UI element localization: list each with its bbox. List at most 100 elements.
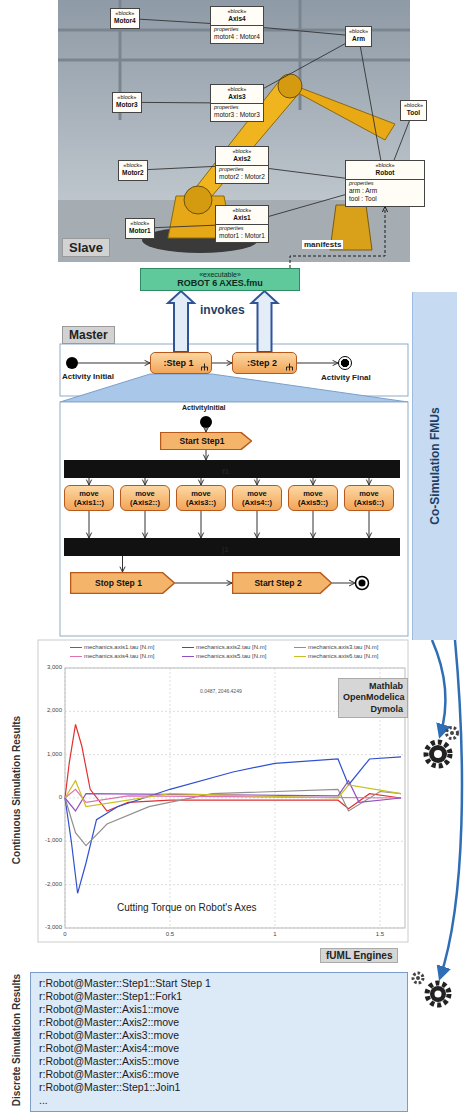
grid-line (65, 841, 405, 842)
label-text: Mathlab OpenModelica Dymola (343, 681, 403, 715)
signal-shape (160, 432, 251, 449)
connector (155, 225, 215, 227)
artifact-name: ROBOT 6 AXES.fmu (145, 278, 295, 288)
label-text: move (Axis6::) (347, 489, 391, 507)
connector (140, 19, 210, 23)
label-text: Master (69, 328, 108, 342)
block-box: «block»Arm (345, 26, 372, 47)
tool-label: fUML Engines (320, 948, 398, 963)
factory-beams (58, 0, 410, 120)
role-tag: Slave (62, 238, 110, 257)
legend-entry: mechanics.axis4.tau [N.m] (70, 653, 154, 659)
property-text: motor3 : Motor3 (214, 111, 260, 119)
torque-curve (65, 781, 401, 807)
action-box: move (Axis3::) (176, 485, 226, 511)
compartment-title: properties (216, 224, 268, 232)
connector (142, 511, 147, 538)
legend-text: mechanics.axis5.tau [N.m] (196, 653, 266, 659)
stereotype: «block» (214, 8, 260, 15)
grid-line (65, 884, 405, 885)
activity-final-symbol (356, 577, 369, 590)
connector (366, 511, 371, 538)
send-signal: Start Step1 (160, 432, 252, 450)
factory-floor (58, 200, 410, 262)
block-name: Axis3 (214, 93, 260, 101)
connector (78, 360, 150, 365)
initial-node: Activity Initial (66, 357, 78, 369)
edge-label: manifests (302, 240, 343, 249)
legend-text: mechanics.axis1.tau [N.m] (84, 644, 154, 650)
stereotype: «block» (219, 207, 265, 214)
send-signal: Start Step 2 (232, 572, 332, 594)
activity-final-symbol (359, 580, 366, 587)
sub-activity-frame (60, 402, 408, 636)
torque-curve (65, 789, 401, 845)
executable-artifact: «executable»ROBOT 6 AXES.fmu (140, 268, 300, 291)
block-box: «block»Axis1propertiesmotor1 : Motor1 (215, 205, 269, 243)
grid-line (65, 754, 405, 755)
action-box: move (Axis2::) (120, 485, 170, 511)
connector (86, 478, 91, 485)
node-label: Activity Final (321, 373, 371, 382)
cursor-readout: 0.0487, 2046.4249 (200, 688, 242, 694)
rake-icon (286, 363, 293, 371)
legend-line (70, 656, 82, 657)
axis-tick: -2,000 (36, 881, 62, 887)
block-box: «block»Motor3 (112, 92, 142, 113)
trace-panel: r:Robot@Master::Step1::Start Step 1r:Rob… (30, 972, 408, 1112)
legend-entry: mechanics.axis2.tau [N.m] (182, 644, 266, 650)
block-name: Motor3 (116, 101, 138, 109)
node-label: j1 (222, 545, 229, 554)
compartment-title: properties (211, 103, 263, 111)
gear-icon (429, 745, 447, 763)
join-bar: j1 (64, 538, 400, 556)
torque-curve (65, 781, 401, 811)
connector-line (257, 511, 258, 538)
legend-entry: mechanics.axis5.tau [N.m] (182, 653, 266, 659)
label-text: Start Step1 (180, 436, 225, 446)
stereotype: «block» (349, 28, 368, 35)
connector (297, 360, 338, 365)
compartment-title: properties (211, 25, 263, 33)
connector-line (269, 195, 345, 217)
gear-icon (447, 728, 458, 739)
connector-line (313, 511, 314, 538)
label-text: move (Axis1::) (67, 489, 111, 507)
connector-line (290, 207, 385, 268)
connector (264, 44, 345, 89)
connector (269, 195, 345, 217)
connector (290, 207, 388, 268)
block-box: «block»Tool (400, 100, 427, 121)
label-text: Stop Step 1 (95, 578, 142, 588)
legend-entry: mechanics.axis1.tau [N.m] (70, 644, 154, 650)
stereotype: «block» (349, 162, 421, 169)
property-text: tool : Tool (349, 195, 421, 203)
invocation-curve (440, 640, 462, 978)
section-title: Continuous Simulation Results (11, 716, 22, 864)
connector (394, 121, 409, 160)
label-text: Slave (69, 240, 103, 255)
connector (254, 478, 259, 485)
connector (142, 478, 147, 485)
legend-line (182, 647, 194, 648)
axis-tick: -3,000 (36, 924, 62, 930)
connector (175, 580, 232, 585)
legend-line (294, 656, 306, 657)
block-box: «block»Robotpropertiesarm : Armtool : To… (345, 160, 425, 207)
stereotype: «block» (404, 102, 423, 109)
connector (142, 102, 210, 103)
connector-line (360, 47, 380, 160)
signal-shape (71, 572, 175, 593)
stereotype: «block» (114, 10, 136, 17)
grid-line (275, 668, 276, 928)
legend-entry: mechanics.axis6.tau [N.m] (294, 653, 378, 659)
block-name: Robot (349, 169, 421, 177)
trace-line: r:Robot@Master::Step1::Join1 (39, 1081, 399, 1094)
legend-line (182, 656, 194, 657)
stereotype: «block» (214, 86, 260, 93)
action-box: move (Axis6::) (344, 485, 394, 511)
label-text: Start Step 2 (254, 578, 301, 588)
initial-node: ActivityInitial (200, 416, 212, 428)
compartment-title: properties (346, 179, 424, 187)
